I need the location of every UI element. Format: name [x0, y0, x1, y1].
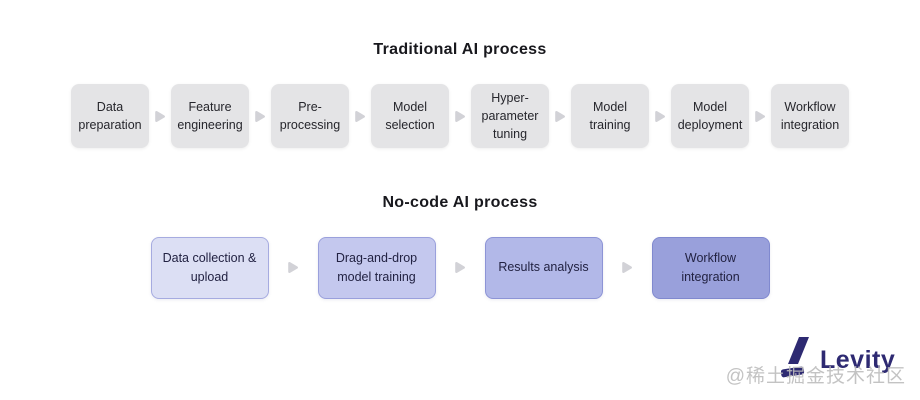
levity-logo: Levity: [780, 337, 896, 384]
arrow-right-icon: [449, 110, 471, 123]
arrow-right-icon: [149, 110, 171, 123]
process-step: Drag-and-drop model training: [317, 236, 436, 299]
arrow-right-icon: [649, 110, 671, 123]
process-step: Data preparation: [71, 84, 149, 148]
arrow-right-icon: [549, 110, 571, 123]
process-step: Pre-processing: [271, 84, 349, 148]
process-step: Workflow integration: [771, 84, 849, 148]
arrow-right-icon: [249, 110, 271, 123]
traditional-process-row: Data preparation Feature engineering Pre…: [0, 84, 920, 148]
process-step: Workflow integration: [651, 236, 770, 299]
process-step: Model deployment: [671, 84, 749, 148]
process-step: Results analysis: [484, 236, 603, 299]
arrow-right-icon: [603, 261, 652, 274]
arrow-right-icon: [436, 261, 485, 274]
process-step: Data collection & upload: [150, 236, 269, 299]
process-step: Feature engineering: [171, 84, 249, 148]
arrow-right-icon: [749, 110, 771, 123]
levity-logo-icon: [780, 337, 811, 384]
levity-logo-text: Levity: [820, 346, 896, 374]
nocode-process-title: No-code AI process: [382, 194, 538, 211]
process-step: Model selection: [371, 84, 449, 148]
process-step: Hyper-parameter tuning: [471, 84, 549, 148]
nocode-process-row: Data collection & upload Drag-and-drop m…: [0, 236, 920, 299]
process-step: Model training: [571, 84, 649, 148]
watermark-text: @稀土掘金技术社区: [725, 366, 906, 387]
arrow-right-icon: [269, 261, 318, 274]
arrow-right-icon: [349, 110, 371, 123]
traditional-process-title: Traditional AI process: [373, 41, 547, 58]
